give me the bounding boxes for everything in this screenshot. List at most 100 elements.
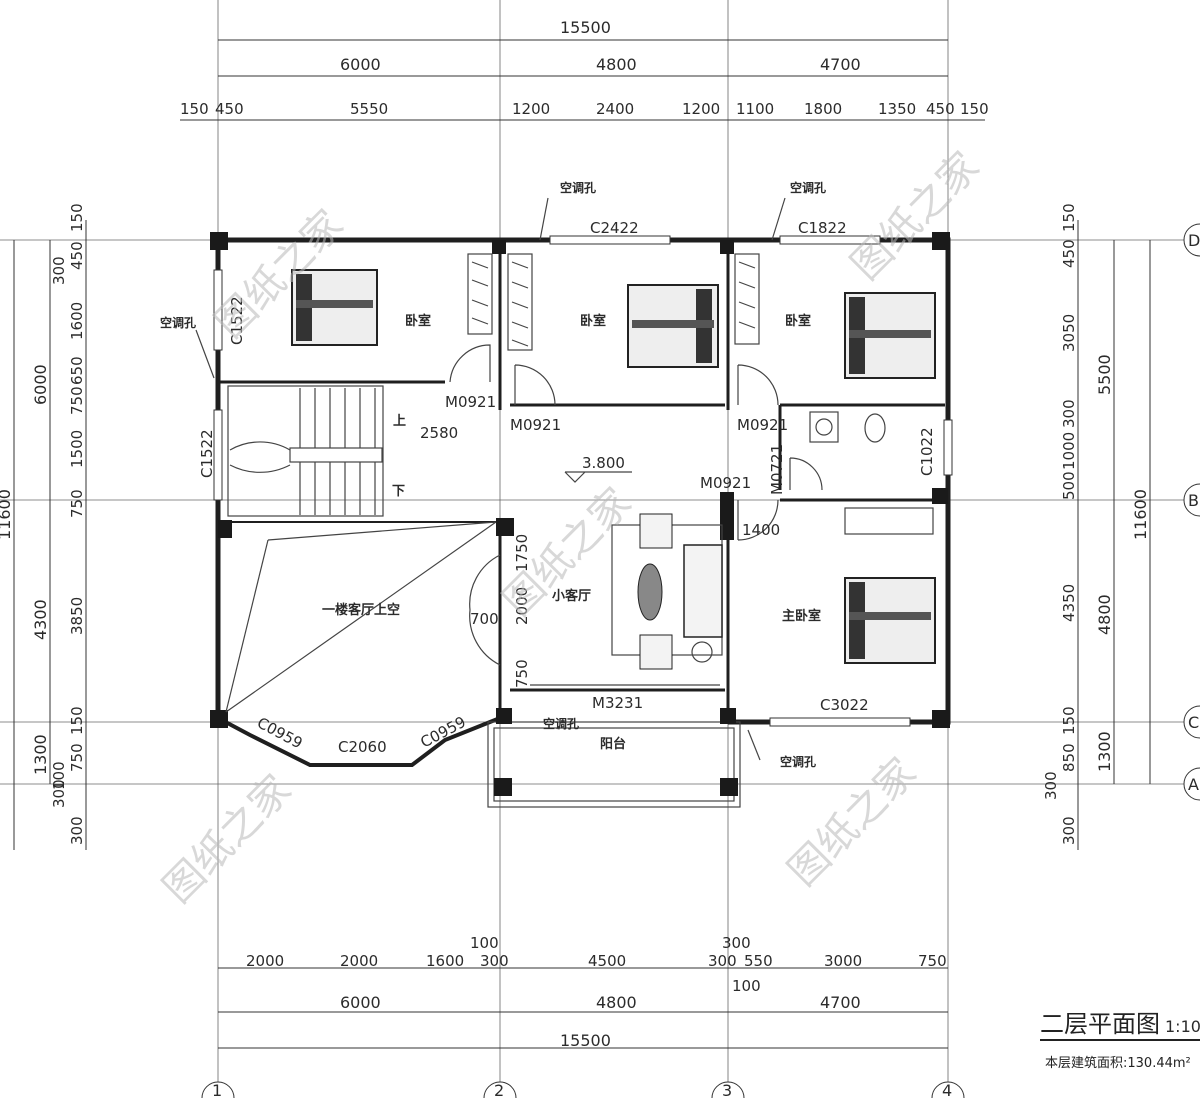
left-detail-dim: 100 <box>50 761 68 790</box>
window-label: C2060 <box>338 738 387 756</box>
right-dimensions: 150 450 3050 300 1000 500 4350 150 850 3… <box>1042 203 1151 850</box>
door-label: M0921 <box>700 474 751 492</box>
top-detail-dim: 5550 <box>350 100 388 118</box>
bottom-detail-dim: 750 <box>918 952 947 970</box>
right-detail-dim: 150 <box>1060 706 1078 735</box>
ac-hole-labels: 空调孔 空调孔 空调孔 空调孔 空调孔 <box>160 180 826 769</box>
left-detail-dim: 1600 <box>68 302 86 340</box>
right-bay-dim: 4800 <box>1095 594 1114 635</box>
window-label: C1522 <box>228 296 246 345</box>
room-balcony: 阳台 <box>600 736 626 752</box>
ac-hole-label: 空调孔 <box>560 180 596 195</box>
axis-bubbles: 1 2 3 4 D B C A <box>201 223 1200 1098</box>
ac-hole-label: 空调孔 <box>790 180 826 195</box>
left-bay-dim: 6000 <box>31 364 50 405</box>
top-detail-dim: 150 <box>960 100 989 118</box>
right-detail-dim: 450 <box>1060 239 1078 268</box>
drawing-title: 二层平面图 <box>1040 1010 1160 1038</box>
void-lines <box>225 521 497 713</box>
top-detail-dim: 150 <box>180 100 209 118</box>
right-detail-dim: 1000 <box>1060 432 1078 470</box>
top-detail-dim: 450 <box>926 100 955 118</box>
left-detail-dim: 1500 <box>68 430 86 468</box>
staircase: 上 下 2580 <box>227 385 458 517</box>
right-detail-dim: 300 <box>1060 816 1078 845</box>
beds <box>291 269 936 664</box>
room-small-living: 小客厅 <box>552 588 591 604</box>
right-total-dim: 11600 <box>1131 489 1150 540</box>
axis-label: 2 <box>494 1081 504 1098</box>
window-label: C2422 <box>590 219 639 237</box>
bottom-detail-dim: 300 <box>708 952 737 970</box>
bottom-bay-dim: 4800 <box>596 993 637 1012</box>
bottom-total-dim: 15500 <box>560 1031 611 1050</box>
door-label: M3231 <box>592 694 643 712</box>
dim-label: 700 <box>470 610 499 628</box>
bottom-bay-dim: 6000 <box>340 993 381 1012</box>
left-detail-dim: 450 <box>68 241 86 270</box>
room-bedroom-1: 卧室 <box>405 313 431 329</box>
right-detail-dim: 500 <box>1060 471 1078 500</box>
top-total-dim: 15500 <box>560 18 611 37</box>
door-label: M0921 <box>737 416 788 434</box>
ac-hole-label: 空调孔 <box>160 315 196 330</box>
right-detail-dim: 300 <box>1060 399 1078 428</box>
bottom-detail-dim: 100 <box>470 934 499 952</box>
axis-label: 1 <box>212 1081 222 1098</box>
top-detail-dim: 450 <box>215 100 244 118</box>
sofa-set <box>611 513 723 670</box>
left-bay-dim: 1300 <box>31 734 50 775</box>
watermark: 图纸之家 <box>843 143 989 289</box>
door-label: M0921 <box>445 393 496 411</box>
axis-label: A <box>1188 775 1199 794</box>
axis-label: 3 <box>722 1081 732 1098</box>
axis-label: B <box>1188 491 1199 510</box>
elevation-label: 3.800 <box>582 454 625 472</box>
stair-length-dim: 2580 <box>420 424 458 442</box>
stair-up-label: 上 <box>393 414 406 429</box>
right-detail-dim: 4350 <box>1060 584 1078 622</box>
bottom-detail-dim: 4500 <box>588 952 626 970</box>
right-detail-dim: 300 <box>1042 771 1060 800</box>
top-bay-dim: 4800 <box>596 55 637 74</box>
right-bay-dim: 1300 <box>1095 731 1114 772</box>
window-label: C0959 <box>417 713 468 752</box>
window-label: C0959 <box>254 714 305 753</box>
stair-down-label: 下 <box>392 484 405 499</box>
axis-label: C <box>1188 713 1199 732</box>
right-detail-dim: 150 <box>1060 203 1078 232</box>
top-detail-dim: 1100 <box>736 100 774 118</box>
left-detail-dim: 750 <box>68 386 86 415</box>
watermark: 图纸之家 <box>780 749 926 895</box>
bottom-detail-dim: 300 <box>722 934 751 952</box>
windows <box>213 235 953 727</box>
dim-label: 1400 <box>742 521 780 539</box>
dim-label: 2000 <box>513 587 531 625</box>
left-total-dim: 11600 <box>0 489 14 540</box>
top-detail-dim: 2400 <box>596 100 634 118</box>
left-detail-dim: 750 <box>68 489 86 518</box>
opening-labels: C2422 C1822 C1522 C1522 C1022 C3022 C095… <box>198 219 936 756</box>
left-detail-dim: 150 <box>68 706 86 735</box>
dim-label: 750 <box>513 659 531 688</box>
title-block: 二层平面图 1:10 本层建筑面积:130.44m² <box>1040 1010 1200 1071</box>
left-bay-dim: 4300 <box>31 599 50 640</box>
room-void: 一楼客厅上空 <box>322 602 400 618</box>
right-detail-dim: 850 <box>1060 743 1078 772</box>
window-label: C1822 <box>798 219 847 237</box>
area-note: 本层建筑面积:130.44m² <box>1045 1055 1191 1071</box>
bottom-bay-dim: 4700 <box>820 993 861 1012</box>
top-bay-dim: 6000 <box>340 55 381 74</box>
right-detail-dim: 3050 <box>1060 314 1078 352</box>
bottom-detail-dim: 2000 <box>340 952 378 970</box>
window-label: C1522 <box>198 429 216 478</box>
room-master-bedroom: 主卧室 <box>782 608 821 624</box>
left-detail-dim: 750 <box>68 743 86 772</box>
room-bedroom-3: 卧室 <box>785 313 811 329</box>
bottom-detail-dim: 300 <box>480 952 509 970</box>
bottom-detail-dim: 100 <box>732 977 761 995</box>
dim-label: 1750 <box>513 534 531 572</box>
top-dimensions: 15500 6000 4800 4700 150 450 5550 1200 2… <box>180 18 989 121</box>
columns <box>210 232 950 796</box>
